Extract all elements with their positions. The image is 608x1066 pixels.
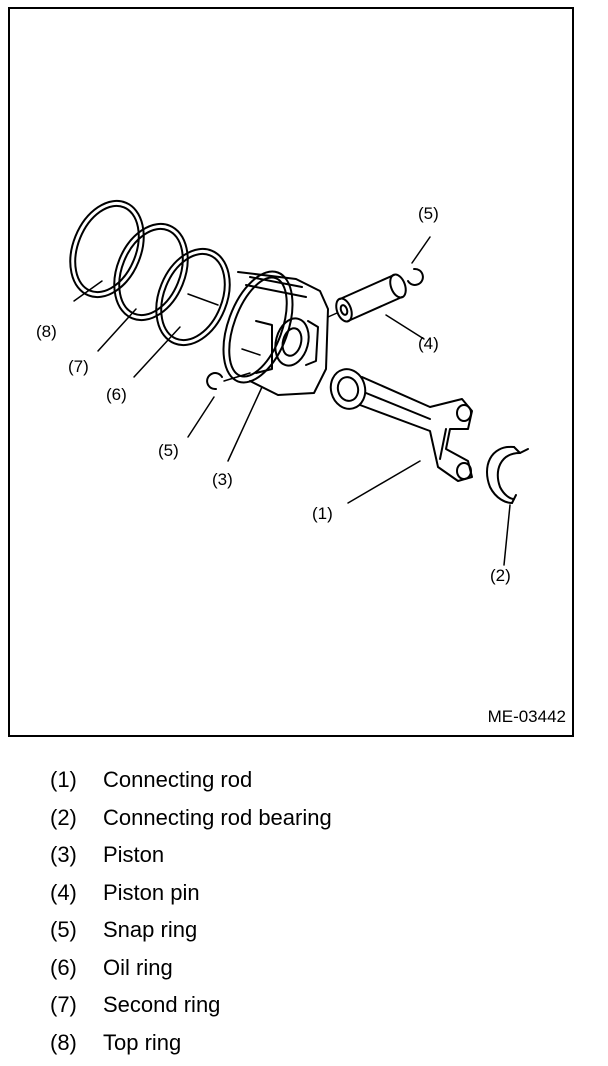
legend-label: Snap ring <box>103 917 198 942</box>
connecting-rod-bearing-illustration <box>486 445 529 504</box>
legend-number: (5) <box>50 917 77 942</box>
legend-number: (8) <box>50 1029 77 1055</box>
callout-5-right: (5) <box>418 204 439 223</box>
pin-axis-line <box>223 372 251 382</box>
legend-number: (6) <box>50 954 77 980</box>
snap-ring-right-illustration <box>407 267 424 286</box>
leader-8 <box>73 280 103 302</box>
leader-5-right <box>411 236 431 264</box>
legend-number: (3) <box>50 842 77 867</box>
leader-7 <box>97 308 137 352</box>
callout-5-left: (5) <box>158 441 179 460</box>
callout-3: (3) <box>212 470 233 489</box>
callout-7: (7) <box>68 357 89 376</box>
leader-4 <box>385 314 425 340</box>
legend-label: Piston <box>103 842 165 867</box>
legend-label: Top ring <box>103 1029 182 1055</box>
piston-pin-illustration <box>327 273 407 323</box>
callout-8: (8) <box>36 322 57 341</box>
legend-number: (4) <box>50 879 77 905</box>
figure-code: ME-03442 <box>487 707 566 726</box>
callout-1: (1) <box>312 504 333 523</box>
callout-4: (4) <box>418 334 439 353</box>
legend-label: Piston pin <box>103 879 200 905</box>
legend-number: (1) <box>50 767 77 792</box>
top-ring-illustration <box>69 199 145 299</box>
second-ring-illustration <box>113 222 189 322</box>
legend-label: Second ring <box>103 992 221 1017</box>
legend-label: Oil ring <box>103 954 173 980</box>
leader-6 <box>133 326 181 378</box>
figure-frame: (8) (7) (6) (5) (3) (5) (4) (1) (2) ME-0… <box>8 7 574 737</box>
leader-3 <box>227 386 263 462</box>
callout-6: (6) <box>106 385 127 404</box>
leader-2 <box>503 504 511 566</box>
leader-lines <box>73 236 511 566</box>
oil-ring-illustration <box>155 247 231 347</box>
leader-1 <box>347 460 421 504</box>
legend-number: (7) <box>50 992 77 1017</box>
connecting-rod-illustration <box>329 368 473 482</box>
legend-number: (2) <box>50 804 77 830</box>
leader-5-left <box>187 396 215 438</box>
exploded-view-drawing <box>69 199 529 566</box>
piston-illustration <box>222 270 329 396</box>
snap-ring-left-illustration <box>206 372 223 391</box>
legend-label: Connecting rod bearing <box>103 804 332 830</box>
callout-2: (2) <box>490 566 511 585</box>
legend-label: Connecting rod <box>103 767 253 792</box>
